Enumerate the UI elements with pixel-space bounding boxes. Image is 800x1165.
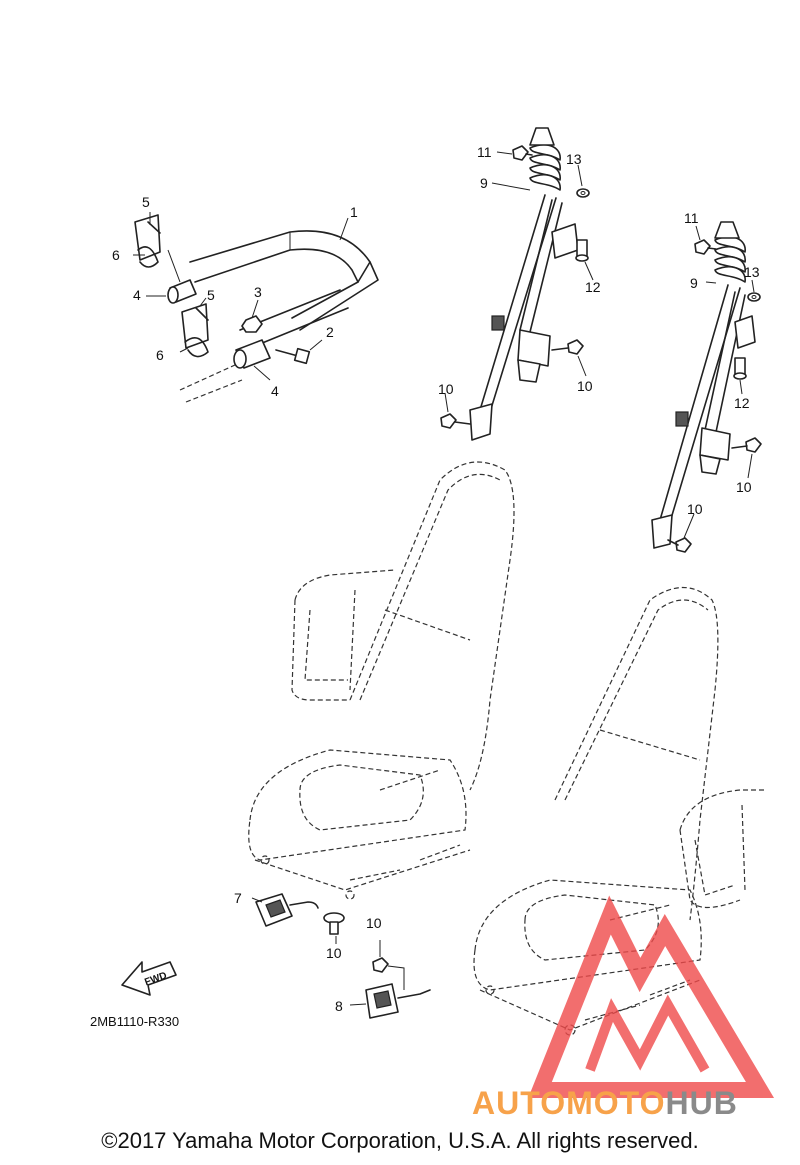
collar-part-4a bbox=[167, 279, 197, 304]
watermark-logo bbox=[528, 895, 775, 1098]
callout-2: 2 bbox=[326, 324, 334, 340]
callout-6b: 6 bbox=[156, 347, 164, 363]
callout-10b: 10 bbox=[577, 378, 593, 394]
callout-13b: 13 bbox=[744, 264, 760, 280]
callout-9a: 9 bbox=[480, 175, 488, 191]
bolt-10d bbox=[667, 537, 692, 553]
seat-belt-assembly-right bbox=[651, 221, 762, 553]
callout-10d: 10 bbox=[687, 501, 703, 517]
copyright-notice: ©2017 Yamaha Motor Corporation, U.S.A. A… bbox=[101, 1128, 699, 1153]
bolt-10f bbox=[372, 940, 405, 990]
callout-4a: 4 bbox=[133, 287, 141, 303]
washer-13a bbox=[576, 188, 590, 198]
clip-lower bbox=[184, 336, 209, 358]
callout-4b: 4 bbox=[271, 383, 279, 399]
bolt bbox=[275, 347, 311, 365]
callout-6a: 6 bbox=[112, 247, 120, 263]
bolt-10c bbox=[731, 437, 762, 453]
fwd-arrow-icon: FWD bbox=[121, 961, 177, 996]
callout-1: 1 bbox=[350, 204, 358, 220]
callout-8: 8 bbox=[335, 998, 343, 1014]
clip-upper bbox=[137, 246, 159, 268]
callout-11a: 11 bbox=[477, 144, 492, 160]
callout-10a: 10 bbox=[438, 381, 454, 397]
diagram-code: 2MB1110-R330 bbox=[90, 1014, 179, 1029]
bolt-11b bbox=[694, 239, 717, 255]
callout-5b: 5 bbox=[207, 287, 215, 303]
nut bbox=[241, 315, 263, 333]
callout-3: 3 bbox=[254, 284, 262, 300]
callout-7: 7 bbox=[234, 890, 242, 906]
callout-12a: 12 bbox=[585, 279, 601, 295]
callout-10f: 10 bbox=[366, 915, 382, 931]
seat-left-outline bbox=[248, 461, 515, 900]
callout-5a: 5 bbox=[142, 194, 150, 210]
seat-right-outline bbox=[473, 587, 765, 1036]
callout-13a: 13 bbox=[566, 151, 582, 167]
buckle-8 bbox=[349, 983, 431, 1019]
bolt-12a bbox=[575, 239, 589, 262]
washer-13b bbox=[747, 292, 761, 302]
watermark-text: AUTOMOTOHUB bbox=[472, 1085, 738, 1121]
collar-part-4b bbox=[233, 339, 271, 369]
callout-9b: 9 bbox=[690, 275, 698, 291]
callout-12b: 12 bbox=[734, 395, 750, 411]
callout-10c: 10 bbox=[736, 479, 752, 495]
callout-11b: 11 bbox=[684, 210, 699, 226]
bolt-11a bbox=[512, 145, 533, 161]
pin-lower bbox=[195, 307, 209, 321]
callout-10e: 10 bbox=[326, 945, 342, 961]
buckle-7 bbox=[251, 893, 319, 927]
bolt-12b bbox=[733, 357, 747, 380]
bolt-10b bbox=[551, 339, 584, 355]
bracket-plate-lower bbox=[181, 303, 209, 349]
callout-labels: 1 2 3 4 4 5 5 6 6 7 8 9 9 10 10 10 10 10… bbox=[112, 144, 760, 1014]
seat-belt-assembly-left bbox=[440, 127, 594, 441]
grab-bar-assembly bbox=[133, 212, 379, 403]
bolt-10e bbox=[323, 912, 345, 944]
bolt-10a bbox=[440, 413, 471, 429]
